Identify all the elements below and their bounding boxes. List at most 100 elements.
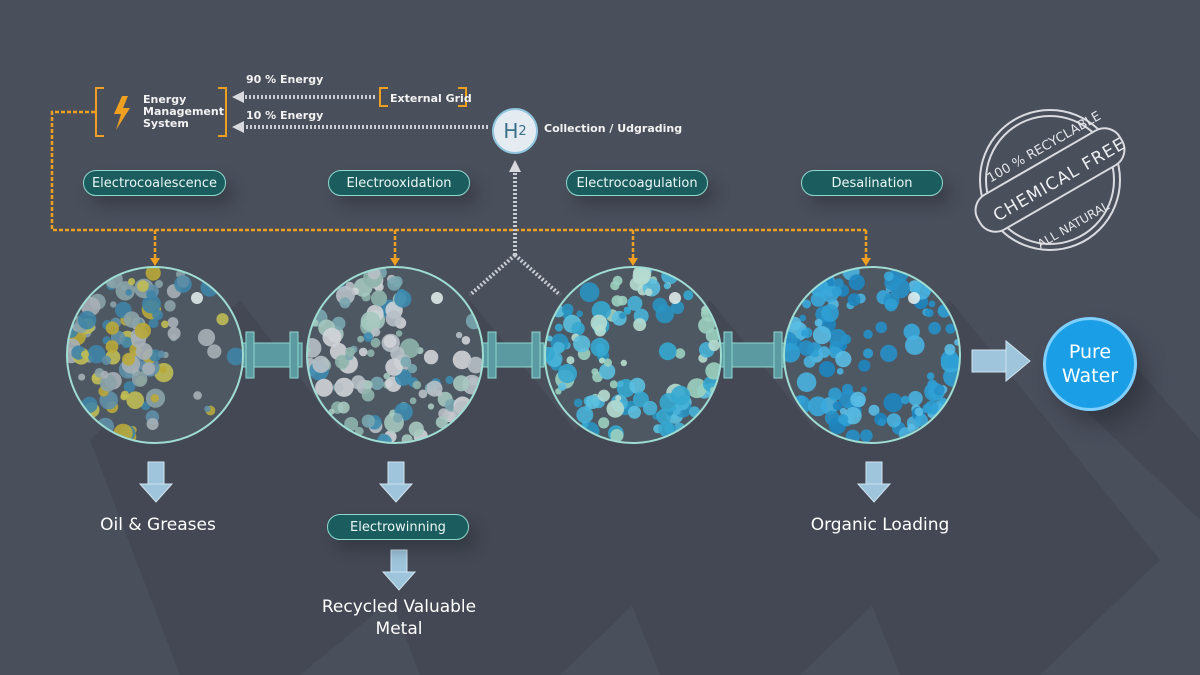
bubble: [315, 378, 333, 397]
bubble: [571, 321, 585, 336]
bubble: [802, 299, 812, 309]
bubble: [393, 413, 403, 423]
bubble: [863, 348, 874, 359]
bubble: [594, 325, 606, 337]
bubble: [361, 388, 375, 402]
bubble: [590, 337, 610, 357]
bubble: [407, 363, 418, 374]
bubble: [453, 375, 470, 392]
bubble: [126, 391, 144, 410]
bubble: [836, 368, 844, 375]
bubble: [831, 286, 842, 297]
bubble: [357, 335, 364, 343]
bubble: [644, 288, 653, 297]
bubble: [633, 318, 647, 332]
bubble: [148, 318, 159, 328]
bubble: [394, 290, 412, 308]
bubble: [101, 355, 112, 365]
stage-pill-desalination: Desalination: [801, 170, 943, 196]
bubble: [135, 343, 153, 360]
bubble: [331, 316, 346, 331]
bubble: [141, 294, 161, 314]
bubble: [146, 418, 159, 430]
bubble: [395, 330, 403, 337]
bubble: [810, 291, 826, 307]
bubble: [307, 338, 322, 358]
bubble: [585, 395, 600, 409]
bubble: [877, 418, 886, 427]
bubble: [858, 359, 871, 372]
bubble: [928, 300, 936, 308]
bubble: [123, 381, 136, 393]
bubble: [606, 400, 625, 418]
bubble: [663, 282, 671, 290]
output-recycled-metal: Recycled Valuable Metal: [310, 596, 488, 640]
output-arrows: [138, 461, 892, 591]
bubble: [363, 332, 373, 342]
vessel-4: [783, 266, 961, 444]
bubble: [883, 271, 894, 282]
bubble: [573, 398, 583, 408]
vessel-rim: [306, 266, 484, 444]
bubble: [335, 354, 349, 369]
bubble: [940, 350, 959, 369]
bubble: [400, 356, 412, 368]
bubble: [150, 394, 159, 403]
down-arrow-recycled: [381, 549, 417, 591]
bubble: [167, 327, 181, 340]
bubble: [837, 414, 849, 425]
vessel-bubbles: [307, 267, 483, 443]
feed-arrowheads: [150, 258, 871, 266]
bubble: [828, 387, 842, 401]
pure-water-line1: Pure: [1068, 341, 1112, 363]
bubble: [627, 295, 643, 311]
bubble: [105, 340, 119, 353]
bubble: [796, 372, 817, 393]
bubble: [603, 358, 613, 367]
bubble: [197, 328, 216, 347]
bubble: [818, 361, 836, 378]
bubble: [683, 290, 694, 301]
bubble: [658, 342, 677, 361]
bubble: [358, 347, 368, 357]
bubble: [863, 329, 873, 339]
bubble: [363, 380, 373, 390]
bubble: [814, 318, 823, 327]
bubble: [445, 375, 454, 385]
bubble: [835, 351, 852, 368]
bubble: [848, 274, 865, 291]
bubble: [868, 404, 880, 416]
bubble: [799, 314, 807, 322]
vessel-highlight: [191, 292, 203, 304]
bubble: [579, 282, 600, 303]
bubble: [860, 386, 868, 393]
bubble: [427, 403, 435, 410]
recycled-metal-line1: Recycled Valuable: [321, 597, 477, 617]
recycled-metal-line2: Metal: [375, 619, 423, 639]
power-feed-lines: [50, 110, 868, 258]
bubble: [573, 335, 591, 353]
bubble: [167, 317, 179, 328]
bubble: [875, 321, 888, 334]
bubble: [803, 355, 816, 368]
bubble: [423, 349, 439, 365]
bubble: [115, 281, 135, 301]
bubble: [944, 344, 956, 355]
bubble: [455, 331, 463, 339]
bubble: [121, 284, 128, 291]
vessel-rim: [783, 266, 961, 444]
bubble: [435, 416, 448, 429]
energy-label-line2: Management: [143, 105, 224, 118]
bubble: [617, 380, 624, 388]
bubble: [436, 390, 443, 397]
chemical-free-stamp: [974, 109, 1126, 251]
bubble: [808, 396, 828, 417]
bubble: [99, 374, 117, 392]
bubble: [945, 323, 956, 334]
bubble: [566, 356, 575, 365]
bubble: [832, 401, 843, 411]
hydrogen-symbol: H: [503, 119, 519, 143]
bubble: [390, 346, 405, 361]
bubble: [145, 267, 161, 281]
electrowinning-pill: Electrowinning: [327, 514, 469, 540]
